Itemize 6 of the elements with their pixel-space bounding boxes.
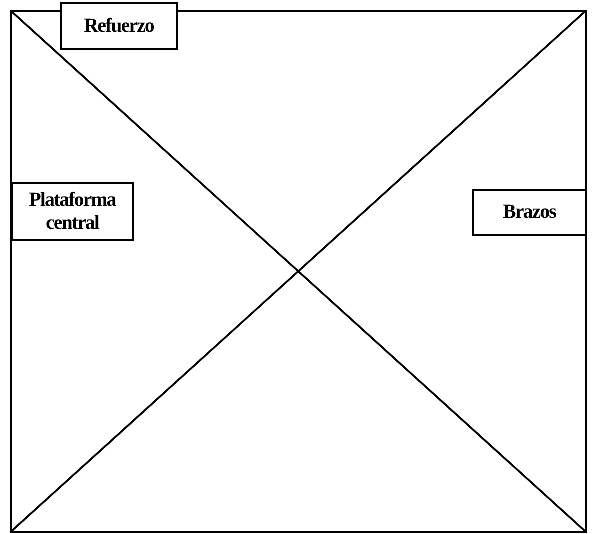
label-box	[472, 189, 587, 236]
label-text: Plataforma central	[28, 188, 118, 234]
label-text: Refuerzo	[84, 14, 154, 38]
label-box	[60, 2, 178, 50]
label-text: Brazos	[503, 201, 556, 224]
label-box	[11, 182, 134, 241]
